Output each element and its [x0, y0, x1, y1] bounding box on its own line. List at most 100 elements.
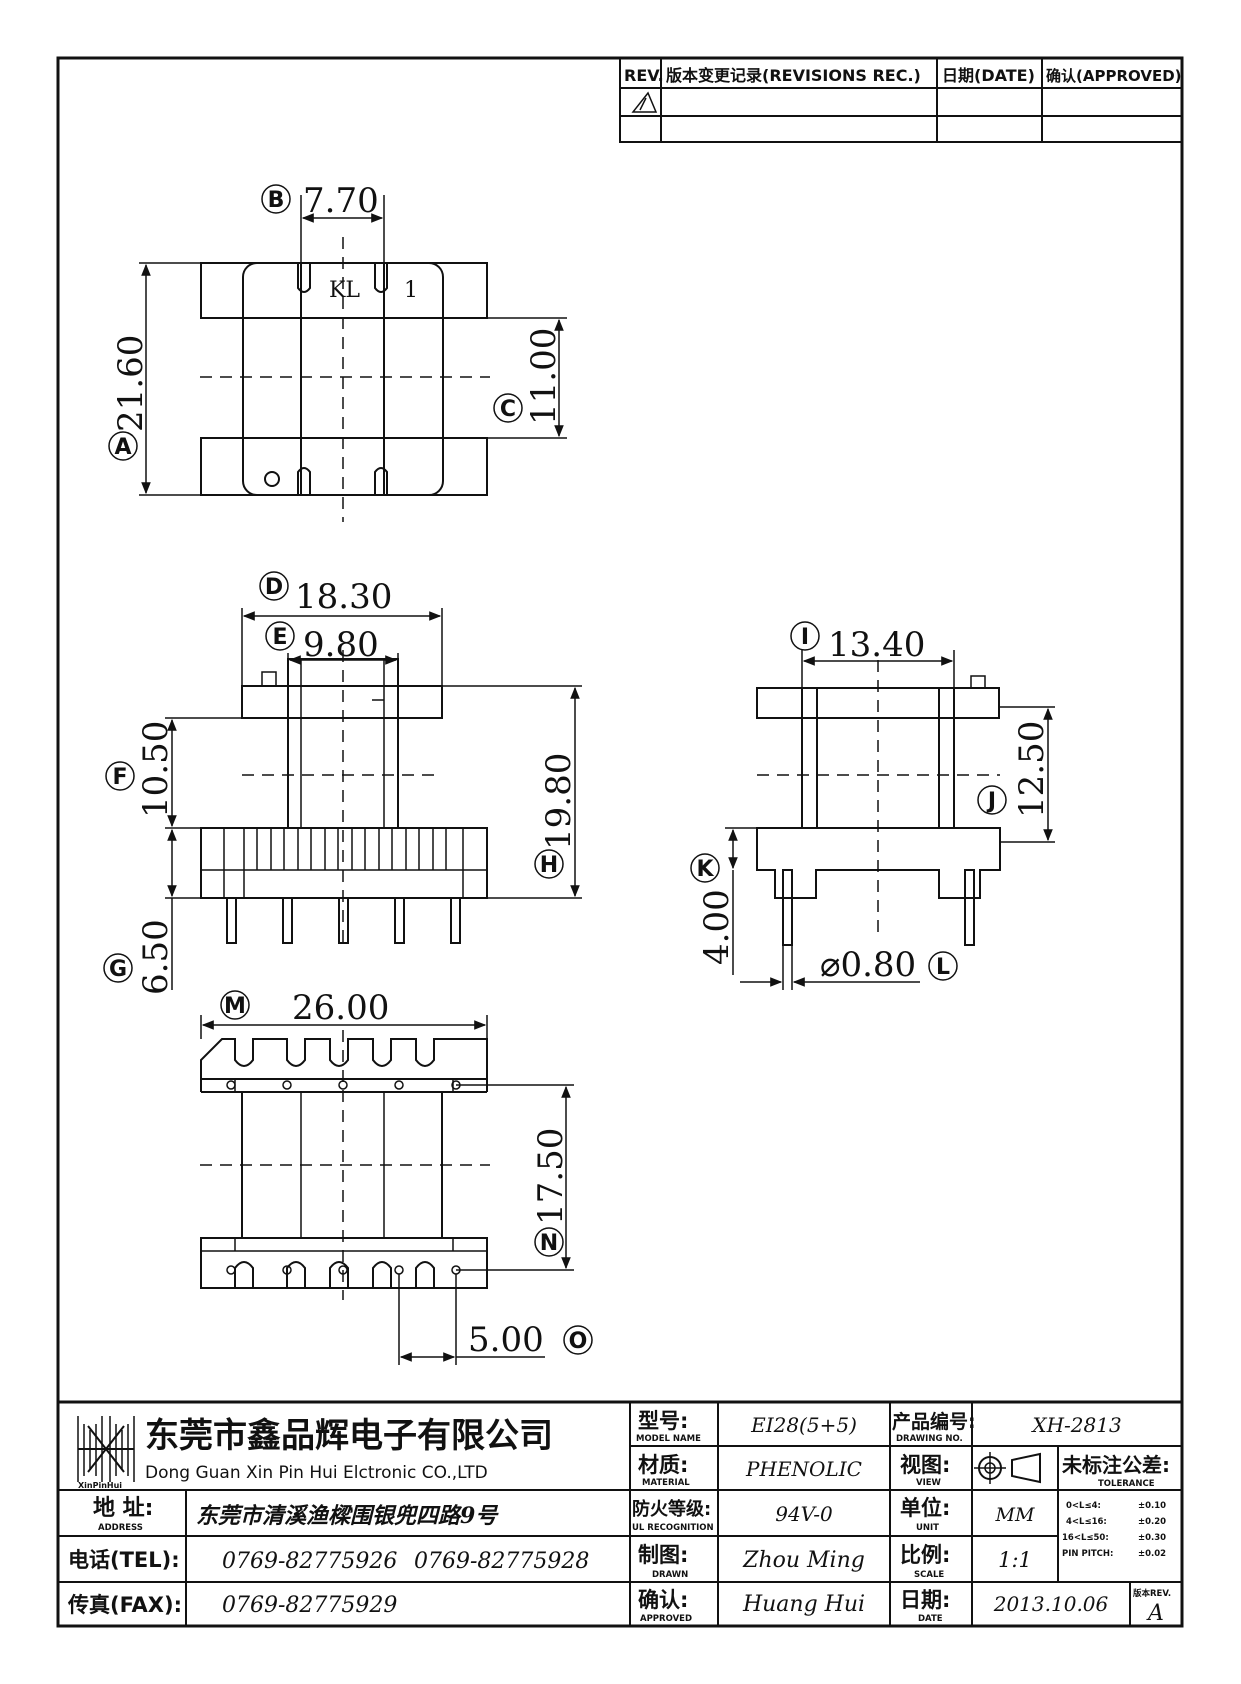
dim-b-value: 7.70: [303, 181, 379, 221]
tol-value-3: ±0.30: [1138, 1533, 1166, 1543]
dim-h-value: 19.80: [539, 753, 579, 850]
fax-label: 传真(FAX):: [67, 1593, 182, 1617]
dim-m-value: 26.00: [292, 988, 389, 1028]
dim-o-circle: [563, 1325, 593, 1355]
front-pins: [226, 897, 461, 944]
dim-k-value: 4.00: [697, 889, 737, 965]
date-label-en: DATE: [918, 1614, 943, 1624]
logo-text: XinPinHui: [78, 1481, 122, 1490]
approved-value: Huang Hui: [742, 1592, 865, 1617]
approved-header: 确认(APPROVED): [1046, 67, 1182, 85]
side-view: I 13.40 J 12.50 K 4.00 ⌀0.80 L: [690, 621, 1055, 990]
scale-value: 1:1: [998, 1548, 1032, 1572]
rev-label: 版本REV.: [1132, 1588, 1171, 1599]
dim-f-value: 10.50: [136, 721, 176, 818]
tol-range-2: 4<L≤16:: [1066, 1517, 1107, 1527]
dim-g-letter: G: [109, 957, 127, 982]
dim-l-circle: [928, 951, 958, 981]
view-label-en: VIEW: [916, 1478, 942, 1488]
dim-f-circle: [105, 761, 135, 791]
front-view: D 18.30 E 9.80 F 10.50 G 6.50 H 19.80: [103, 571, 582, 995]
drawn-value: Zhou Ming: [742, 1548, 865, 1573]
pin-one-label: 1: [404, 278, 418, 303]
dim-n-circle: [534, 1227, 564, 1257]
fire-rating-value: 94V-0: [775, 1502, 833, 1526]
dim-k-circle: [690, 853, 720, 883]
rev-header: REV.: [624, 66, 664, 85]
dim-b-circle: [261, 184, 291, 214]
dim-g-circle: [103, 953, 133, 983]
tolerance-title: 未标注公差:: [1062, 1453, 1170, 1477]
dim-h-letter: H: [540, 853, 558, 878]
address-label: 地 址:: [93, 1496, 153, 1521]
fire-rating-label-en: UL RECOGNITION: [632, 1523, 714, 1533]
dim-c-value: 11.00: [524, 328, 564, 425]
third-angle-projection-icon: [974, 1452, 1041, 1484]
tol-value-2: ±0.20: [1138, 1517, 1166, 1527]
title-block: XinPinHui 东莞市鑫品辉电子有限公司 Dong Guan Xin Pin…: [58, 1400, 1182, 1626]
drawn-label: 制图:: [638, 1543, 688, 1567]
unit-label: 单位:: [900, 1496, 950, 1520]
part-mark-text: KL: [329, 278, 360, 303]
fire-rating-label: 防火等级:: [632, 1498, 711, 1520]
dim-m-circle: [220, 990, 250, 1020]
tol-value-1: ±0.10: [1138, 1501, 1166, 1511]
dim-a-circle: [108, 431, 138, 461]
date-value: 2013.10.06: [993, 1592, 1109, 1616]
revision-triangle-icon: [631, 91, 658, 113]
material-label: 材质:: [638, 1453, 688, 1477]
dim-g-value: 6.50: [136, 919, 176, 995]
revision-table: REV. 版本变更记录(REVISIONS REC.) 日期(DATE) 确认(…: [619, 57, 1183, 143]
dim-e-letter: E: [272, 625, 287, 650]
tol-range-1: 0<L≤4:: [1066, 1501, 1101, 1511]
dim-l-value: ⌀0.80: [820, 945, 916, 985]
drawing-no-label: 产品编号:: [892, 1410, 976, 1433]
tel-label: 电话(TEL):: [68, 1548, 180, 1572]
top-view: KL 1 B 7.70 A 21.60 C 11.00: [108, 181, 567, 522]
tel-value-2: 0769-82775928: [414, 1549, 589, 1574]
approved-label-en: APPROVED: [640, 1614, 692, 1624]
dim-l-letter: L: [936, 955, 950, 980]
tol-range-3: 16<L≤50:: [1062, 1533, 1109, 1543]
dim-j-value: 12.50: [1012, 721, 1052, 818]
dim-d-letter: D: [265, 575, 283, 600]
date-header: 日期(DATE): [942, 66, 1035, 85]
dim-e-value: 9.80: [303, 625, 379, 665]
dim-c-circle: [493, 393, 523, 423]
tol-range-4: PIN PITCH:: [1062, 1549, 1113, 1559]
company-logo-icon: [77, 1416, 135, 1482]
model-label: 型号:: [638, 1409, 688, 1433]
view-label: 视图:: [900, 1453, 950, 1477]
dim-n-value: 17.50: [531, 1128, 571, 1225]
dim-a-letter: A: [114, 435, 131, 460]
dim-d-value: 18.30: [295, 577, 392, 617]
rev-value: A: [1146, 1601, 1164, 1626]
drawing-no-label-en: DRAWING NO.: [896, 1434, 963, 1444]
dim-f-letter: F: [112, 765, 127, 790]
tol-value-4: ±0.02: [1138, 1549, 1166, 1559]
address-label-en: ADDRESS: [98, 1523, 143, 1533]
tolerance-title-en: TOLERANCE: [1098, 1479, 1155, 1489]
model-label-en: MODEL NAME: [636, 1434, 701, 1444]
revisions-header: 版本变更记录(REVISIONS REC.): [665, 66, 921, 85]
dim-e-circle: [265, 621, 295, 651]
bottom-view: M 26.00 N 17.50 5.00 O: [200, 988, 593, 1365]
tel-value-1: 0769-82775926: [222, 1549, 397, 1574]
scale-label-en: SCALE: [914, 1570, 944, 1580]
dim-b-letter: B: [268, 188, 285, 213]
drawing-no-value: XH-2813: [1030, 1413, 1121, 1437]
scale-label: 比例:: [900, 1543, 950, 1567]
material-label-en: MATERIAL: [642, 1478, 690, 1488]
dim-i-letter: I: [801, 625, 809, 650]
dim-a-value: 21.60: [111, 335, 151, 432]
drawn-label-en: DRAWN: [652, 1570, 688, 1580]
unit-label-en: UNIT: [916, 1523, 939, 1533]
dim-d-circle: [259, 571, 289, 601]
dim-c-letter: C: [500, 397, 516, 422]
material-value: PHENOLIC: [745, 1457, 862, 1481]
dim-m-letter: M: [224, 994, 246, 1019]
dim-k-letter: K: [696, 857, 714, 882]
dim-i-value: 13.40: [828, 625, 925, 665]
dim-o-letter: O: [569, 1329, 588, 1354]
